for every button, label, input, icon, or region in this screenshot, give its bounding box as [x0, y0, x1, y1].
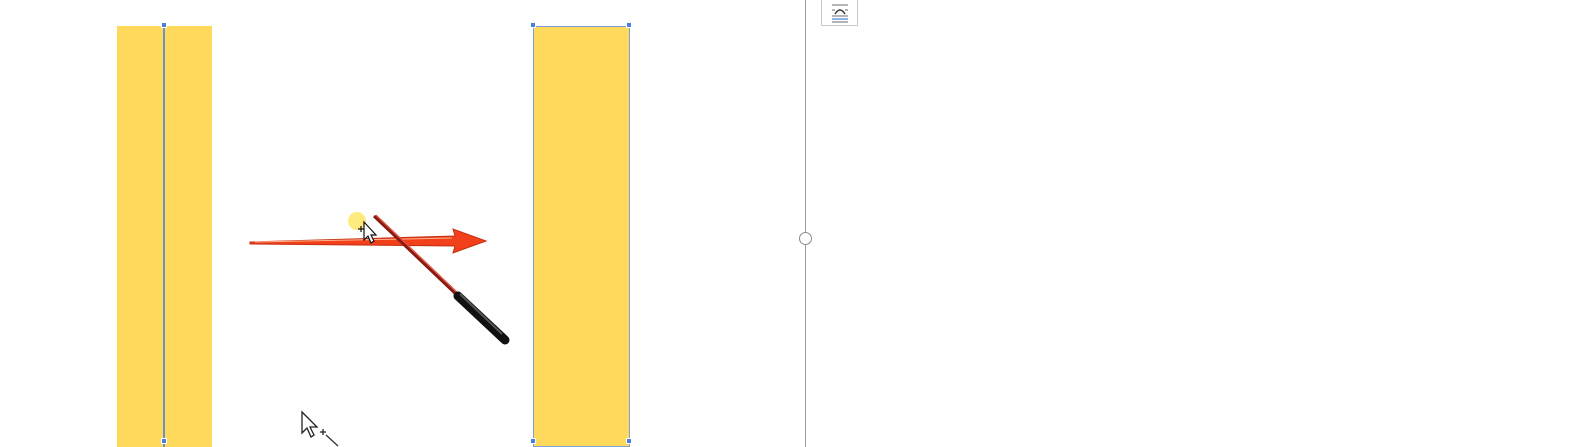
resize-handle-top-right[interactable]: [626, 22, 632, 28]
resize-handle-bottom-left[interactable]: [530, 438, 536, 444]
layout-options-button[interactable]: [821, 0, 858, 26]
page-divider[interactable]: [805, 0, 806, 447]
resize-handle-bottom-right[interactable]: [626, 438, 632, 444]
cursor-highlight: [348, 212, 366, 230]
draw-cursor-icon: [301, 410, 339, 447]
red-arrow-annotation: [249, 228, 488, 254]
connector-line-vertical[interactable]: [163, 26, 165, 447]
line-handle-bottom[interactable]: [161, 438, 167, 444]
divider-resize-handle[interactable]: [799, 232, 812, 245]
yellow-rectangle-right[interactable]: [533, 26, 630, 447]
line-handle-top[interactable]: [161, 22, 167, 28]
pen-icon: [372, 214, 510, 345]
resize-handle-top-left[interactable]: [530, 22, 536, 28]
move-cursor-icon: [358, 220, 378, 244]
layout-options-icon: [832, 4, 848, 23]
